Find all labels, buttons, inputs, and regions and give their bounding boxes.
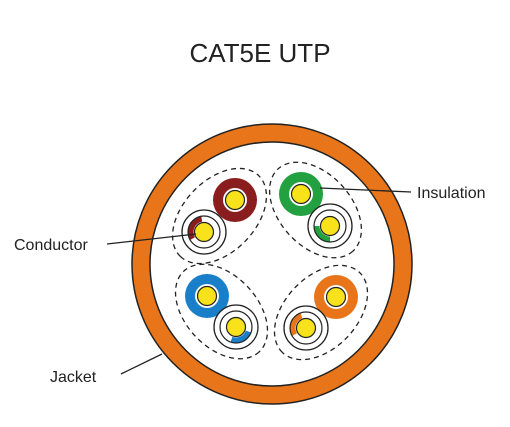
conductor-core — [196, 285, 218, 307]
pair-dashed-outline — [268, 161, 363, 259]
insulation-stripe — [314, 226, 330, 242]
conductor-core — [295, 317, 317, 339]
diagram-title: CAT5E UTP — [189, 38, 330, 68]
insulation-stripe — [230, 330, 252, 344]
conductor-core — [224, 189, 246, 211]
pair-dashed-outline — [174, 263, 269, 360]
conductor-core — [193, 221, 215, 243]
conductor-core — [325, 286, 347, 308]
striped-wire — [283, 305, 329, 351]
insulation-inner-ring — [187, 215, 221, 249]
orange-pair — [273, 264, 369, 361]
insulation-leader-line — [319, 187, 412, 193]
blue-pair — [174, 263, 269, 360]
solid-wire — [213, 178, 257, 222]
insulation-inner-ring — [313, 209, 347, 243]
jacket-inner-outline — [149, 141, 395, 387]
jacket-leader-line — [120, 353, 163, 375]
conductor-core — [225, 316, 247, 338]
striped-wire — [213, 304, 259, 350]
jacket-outer-outline — [131, 123, 413, 405]
insulation-inner-ring — [219, 310, 253, 344]
pair-dashed-outline — [171, 167, 268, 265]
conductor-core — [319, 215, 341, 237]
conductor-label: Conductor — [14, 237, 88, 254]
jacket-label: Jacket — [50, 369, 97, 386]
brown-pair — [171, 167, 268, 265]
pair-dashed-outline — [273, 264, 369, 361]
conductor-leader-line — [106, 233, 197, 245]
solid-wire — [185, 274, 229, 318]
solid-wire — [279, 172, 323, 216]
striped-wire — [181, 209, 227, 255]
conductor-core — [290, 183, 312, 205]
twisted-pairs — [171, 161, 369, 361]
insulation-inner-ring — [289, 311, 323, 345]
jacket-ring — [132, 124, 412, 404]
green-pair — [268, 161, 363, 259]
striped-wire — [307, 203, 353, 249]
solid-wire — [314, 275, 358, 319]
insulation-label: Insulation — [417, 185, 486, 202]
